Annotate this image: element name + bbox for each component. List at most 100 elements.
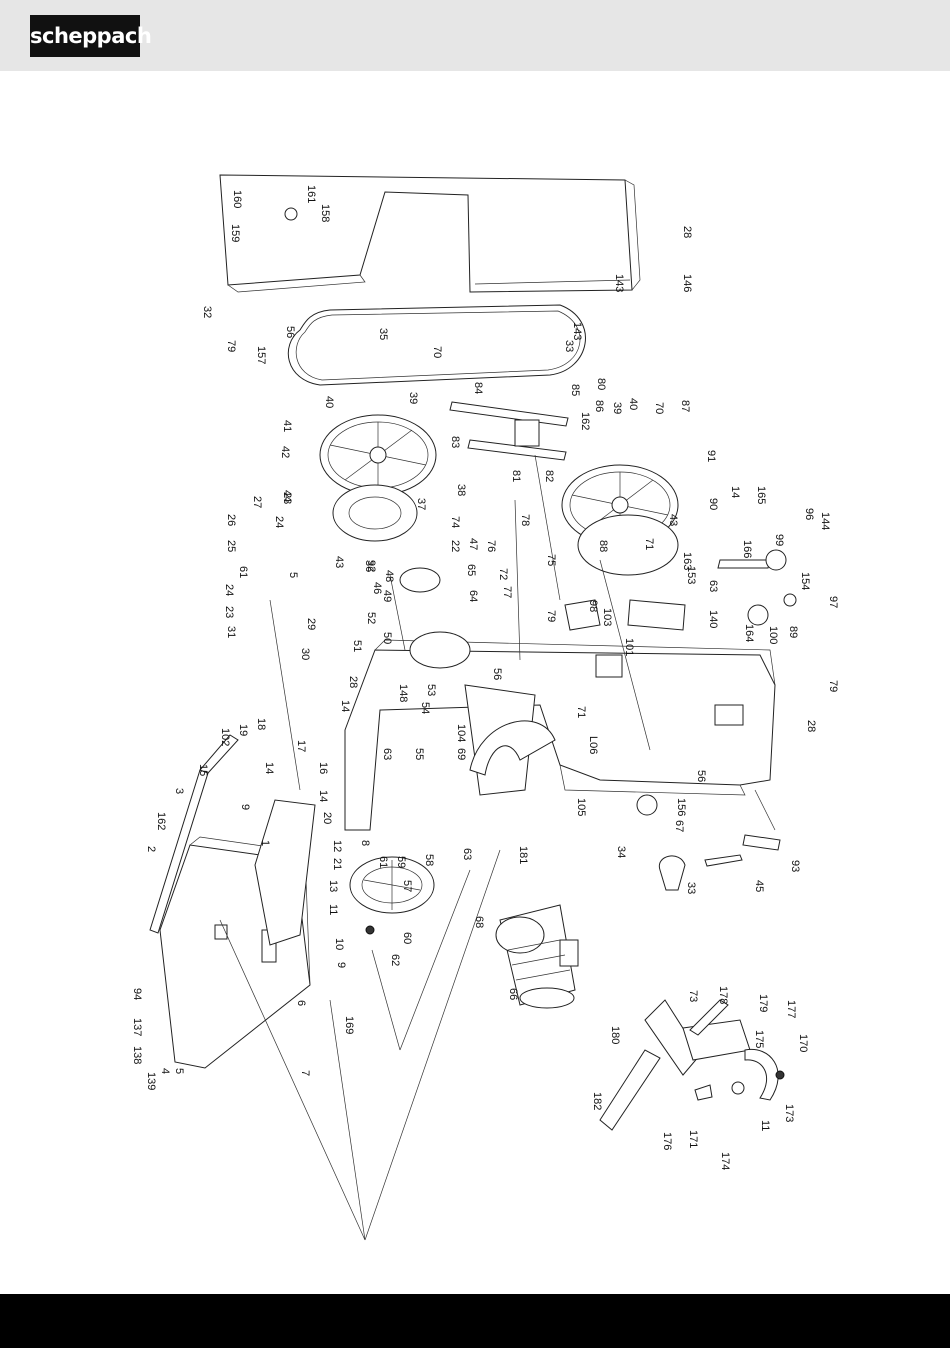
part-label: 66 xyxy=(507,988,519,1000)
part-label: 9 xyxy=(239,804,251,810)
part-label: 102 xyxy=(219,728,231,746)
part-label: 54 xyxy=(419,702,431,714)
part-label: 36 xyxy=(363,560,375,572)
lower-wheel-back xyxy=(577,514,679,576)
part-label: 140 xyxy=(707,610,719,628)
part-label: 71 xyxy=(575,706,587,718)
part-label: 48 xyxy=(383,570,395,582)
part-label: 20 xyxy=(321,812,333,824)
part-label: 28 xyxy=(681,226,693,238)
exploded-parts-diagram: 160 161 158 159 28 143 146 32 79 157 56 … xyxy=(131,174,839,1241)
part-label: 23 xyxy=(281,492,293,504)
part-label: 22 xyxy=(449,540,461,552)
part-label: 5 xyxy=(287,572,299,578)
part-label: 34 xyxy=(615,846,627,858)
part-label: 64 xyxy=(467,590,479,602)
part-label: 85 xyxy=(569,384,581,396)
part-label: 11 xyxy=(759,1120,771,1131)
part-label: 104 xyxy=(455,724,467,742)
part-label: 105 xyxy=(575,798,587,816)
part-label: 176 xyxy=(661,1132,673,1150)
part-label: 82 xyxy=(543,470,555,482)
part-label: 163 xyxy=(681,552,693,570)
part-label: 29 xyxy=(305,618,317,630)
part-label: 68 xyxy=(473,916,485,928)
part-label: 26 xyxy=(225,514,237,526)
part-label: 57 xyxy=(401,880,413,892)
part-label: 69 xyxy=(455,748,467,760)
part-label: 5 xyxy=(173,1068,185,1074)
part-label: 80 xyxy=(595,378,607,390)
part-label: 37 xyxy=(415,498,427,510)
part-label: 14 xyxy=(317,790,329,802)
part-label: 35 xyxy=(377,328,389,340)
part-label: 79 xyxy=(545,610,557,622)
part-label: 156 xyxy=(675,798,687,816)
part-label: 14 xyxy=(729,486,741,498)
part-label: 9 xyxy=(335,962,347,968)
part-label: 79 xyxy=(225,340,237,352)
part-label: 161 xyxy=(305,185,317,203)
upper-housing xyxy=(219,174,633,293)
part-label: 179 xyxy=(757,994,769,1012)
part-label: 170 xyxy=(797,1034,809,1052)
rip-fence-accessory xyxy=(599,999,785,1131)
part-label: 18 xyxy=(255,718,267,730)
part-label: 90 xyxy=(707,498,719,510)
motor xyxy=(495,904,579,1009)
part-label: 157 xyxy=(255,346,267,364)
part-label: 87 xyxy=(679,400,691,412)
part-label: 137 xyxy=(131,1018,143,1036)
part-label: 6 xyxy=(295,1000,307,1006)
part-label: 79 xyxy=(827,680,839,692)
part-label: 166 xyxy=(741,540,753,558)
part-label: 67 xyxy=(673,820,685,832)
part-label: 177 xyxy=(785,1000,797,1018)
part-label: 14 xyxy=(263,762,275,774)
part-label: 160 xyxy=(231,190,243,208)
part-label: 71 xyxy=(643,538,655,550)
part-label: 162 xyxy=(579,412,591,430)
part-label: 38 xyxy=(455,484,467,496)
part-label: 51 xyxy=(351,640,363,652)
brand-logo: scheppach xyxy=(30,15,152,57)
part-label: 21 xyxy=(331,858,343,870)
part-label: 173 xyxy=(783,1104,795,1122)
part-label: 17 xyxy=(295,740,307,752)
part-label: 93 xyxy=(789,860,801,872)
part-label: 84 xyxy=(472,382,484,394)
part-label: 58 xyxy=(423,854,435,866)
part-label: 101 xyxy=(623,638,635,656)
part-label: 178 xyxy=(717,986,729,1004)
part-label: 100 xyxy=(767,626,779,644)
part-label: 61 xyxy=(377,856,389,868)
part-label: 169 xyxy=(343,1016,355,1034)
part-label: 46 xyxy=(371,582,383,594)
part-label: 13 xyxy=(327,880,339,892)
part-label: 162 xyxy=(155,812,167,830)
part-label: 59 xyxy=(395,856,407,868)
part-label: 139 xyxy=(145,1072,157,1090)
part-label: 52 xyxy=(365,612,377,624)
blade-guide-assembly xyxy=(449,401,569,427)
part-label: 27 xyxy=(251,496,263,508)
part-label: 4 xyxy=(159,1068,171,1074)
part-label: 45 xyxy=(753,880,765,892)
part-label: 96 xyxy=(803,508,815,520)
part-label: 61 xyxy=(237,566,249,578)
part-label: 146 xyxy=(681,274,693,292)
part-label: 63 xyxy=(381,748,393,760)
part-label: 103 xyxy=(601,608,613,626)
part-label: 24 xyxy=(223,584,235,596)
part-label: 39 xyxy=(611,402,623,414)
part-label: 44 xyxy=(281,490,293,502)
upper-wheel xyxy=(319,414,437,496)
part-label: 41 xyxy=(281,420,293,432)
part-label: 92 xyxy=(365,560,377,572)
page-footer xyxy=(0,1294,950,1348)
part-label: 28 xyxy=(805,720,817,732)
part-label: 15 xyxy=(197,764,209,776)
part-label: 88 xyxy=(597,540,609,552)
part-label: 40 xyxy=(323,396,335,408)
part-label: 143 xyxy=(571,322,583,340)
